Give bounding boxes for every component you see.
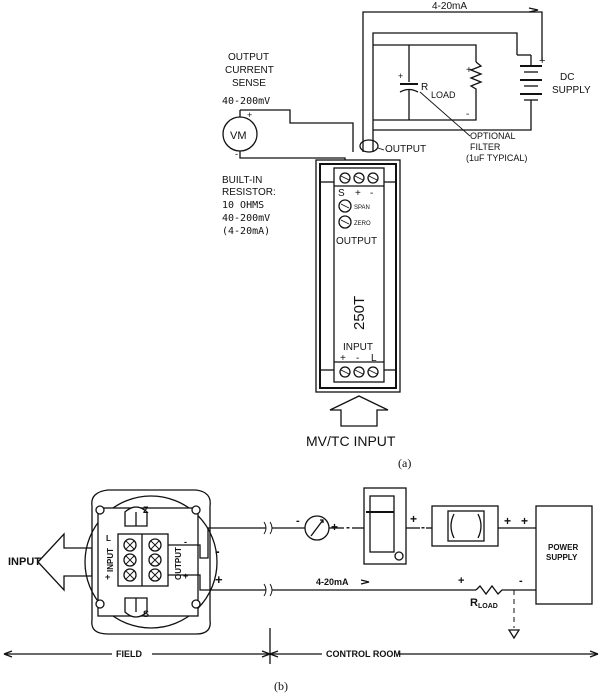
- knob-s-label: S: [143, 609, 149, 619]
- terminal-plus: +: [355, 188, 361, 199]
- block-terminal-l: L: [106, 534, 111, 543]
- builtin-resistor-2: RESISTOR:: [222, 187, 276, 198]
- rload-plus: +: [458, 575, 464, 587]
- recorder-minus: -: [346, 520, 350, 534]
- optional-filter-2: FILTER: [470, 142, 501, 152]
- builtin-resistor-5: (4-20mA): [222, 226, 270, 237]
- diagram-a: 4-20mA + DC SUPPLY + - + R LOAD: [222, 1, 591, 470]
- block-output-label: OUTPUT: [174, 547, 183, 580]
- wire-minus-label: -: [215, 543, 220, 559]
- recorder-plus: +: [410, 512, 417, 526]
- vm-minus: -: [235, 149, 238, 159]
- module-output-label: OUTPUT: [336, 236, 377, 247]
- rload-r: R: [470, 597, 478, 609]
- zero-label: ZERO: [354, 221, 371, 227]
- dc-supply-label-2: SUPPLY: [552, 85, 591, 96]
- r-load-r: R: [421, 82, 428, 93]
- terminal-in-l: L: [371, 353, 377, 364]
- power-supply-label-2: SUPPLY: [546, 553, 578, 562]
- power-supply-label-1: POWER: [548, 543, 578, 552]
- power-supply: [535, 505, 593, 605]
- input-arrow-label: INPUT: [8, 556, 41, 568]
- dc-supply-label-1: DC: [560, 72, 574, 83]
- field-label: FIELD: [116, 649, 142, 659]
- controller-minus: -: [421, 520, 425, 534]
- output-pointer-label: OUTPUT: [385, 144, 426, 155]
- battery-plus: +: [539, 55, 545, 67]
- terminal-s: S: [338, 188, 345, 199]
- meter-plus: +: [331, 520, 338, 534]
- output-current-sense-1: OUTPUT: [228, 52, 269, 63]
- mv-tc-input-arrow: [329, 395, 389, 427]
- terminal-in-minus: -: [356, 353, 359, 364]
- output-current-sense-3: SENSE: [232, 78, 266, 89]
- block-terminal-plus-in: +: [105, 572, 110, 582]
- module-input-label: INPUT: [343, 342, 373, 353]
- rload-sub: LOAD: [478, 603, 498, 610]
- block-terminal-minus-in: -: [107, 552, 110, 562]
- builtin-resistor-1: BUILT-IN: [222, 175, 262, 186]
- output-current-sense-2: CURRENT: [225, 65, 274, 76]
- block-input-label: INPUT: [106, 548, 115, 572]
- knob-z-label: Z: [143, 505, 149, 515]
- field-transmitter-housing: Z S INPUT L - + OUTPUT - +: [84, 489, 218, 635]
- control-room-label: CONTROL ROOM: [326, 649, 401, 659]
- block-terminal-plus-out: +: [183, 571, 188, 581]
- load-plus: +: [466, 65, 472, 76]
- optional-filter-1: OPTIONAL: [470, 131, 516, 141]
- wire-plus-label: +: [215, 572, 223, 587]
- mv-range-label: 40-200mV: [222, 96, 270, 107]
- r-load-sub: LOAD: [431, 90, 456, 100]
- controller-plus-2: +: [521, 514, 528, 528]
- caption-a: (a): [398, 456, 411, 470]
- input-arrow: [37, 532, 93, 592]
- loop-current-label-top: 4-20mA: [432, 1, 467, 12]
- builtin-resistor-4: 40-200mV: [222, 213, 270, 224]
- voltmeter-label: VM: [230, 130, 247, 142]
- transmitter-module-250t: S + - SPAN ZERO OUTPUT 250T INPUT + - L: [315, 159, 401, 393]
- meter-minus: -: [296, 515, 300, 527]
- filter-plus: +: [398, 71, 403, 81]
- caption-b: (b): [274, 679, 288, 693]
- model-label: 250T: [351, 296, 368, 330]
- loop-current-label-b: 4-20mA: [316, 577, 349, 587]
- controller-plus-1: +: [504, 514, 511, 528]
- terminal-in-plus: +: [340, 353, 346, 364]
- diagram-b: INPUT Z S INPUT L -: [3, 487, 599, 693]
- span-label: SPAN: [354, 205, 370, 211]
- rload-minus: -: [519, 575, 523, 587]
- optional-filter-3: (1uF TYPICAL): [466, 153, 527, 163]
- output-current-sensor: [359, 139, 379, 153]
- dc-supply-battery: [373, 54, 542, 131]
- terminal-minus: -: [370, 188, 373, 199]
- mv-tc-input-label: MV/TC INPUT: [306, 433, 396, 449]
- builtin-resistor-3: 10 OHMS: [222, 200, 264, 211]
- load-minus: -: [466, 109, 469, 120]
- vm-plus: +: [247, 110, 252, 120]
- block-terminal-minus-out: -: [184, 537, 187, 547]
